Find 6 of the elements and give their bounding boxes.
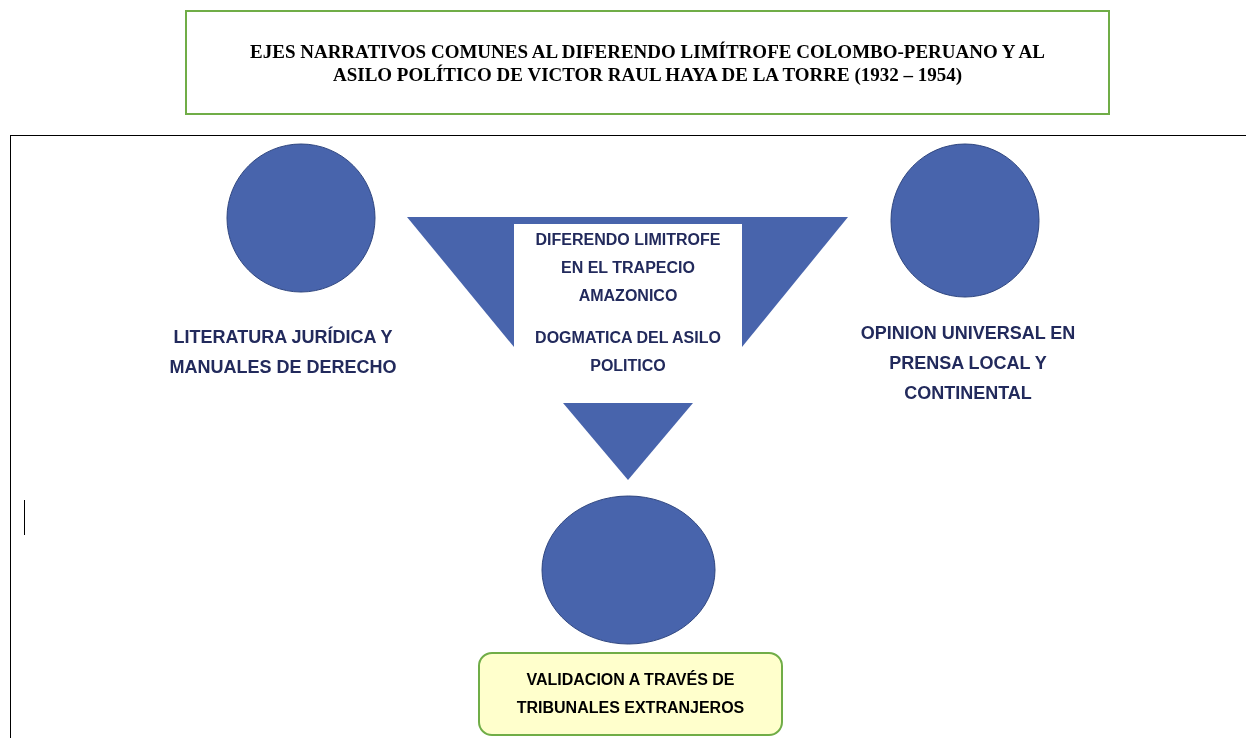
node-text: DOGMATICA DEL ASILO POLITICO (534, 328, 722, 376)
caption: OPINION UNIVERSAL EN PRENSA LOCAL Y CONTINENTAL (859, 322, 1077, 405)
node-text: VALIDACION A TRAVÉS DE TRIBUNALES EXTRANJEROS (515, 669, 746, 718)
node-text: DIFERENDO LIMITROFE EN EL TRAPECIO AMAZONICO (534, 230, 722, 306)
caption: LITERATURA JURÍDICA Y MANUALES DE DERECHO (168, 325, 398, 379)
title: EJES NARRATIVOS COMUNES AL DIFERENDO LIMÍTROFE COLOMBO-PERUANO Y AL ASILO POLÍTICO DE VICTOR RAUL HAYA DE LA TORRE (1932 – 1954) (249, 39, 1046, 86)
